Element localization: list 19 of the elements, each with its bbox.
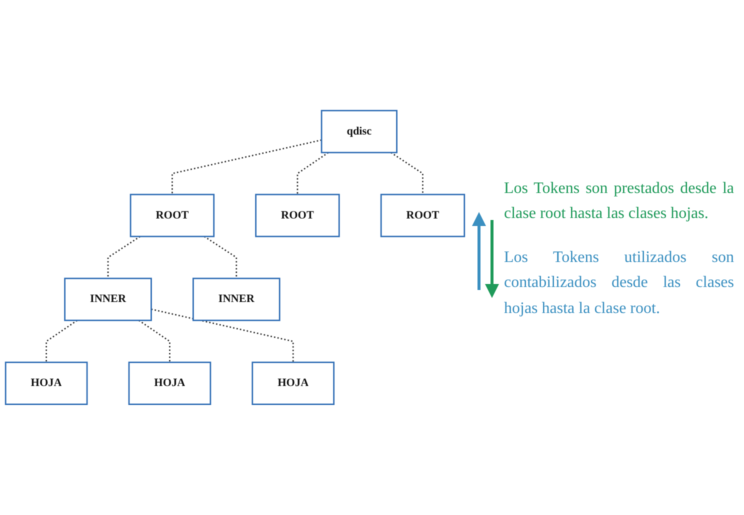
connector (138, 320, 170, 362)
connector (151, 308, 294, 362)
node-box: ROOT (255, 194, 340, 238)
node-box: HOJA (4, 362, 88, 406)
node-box: qdisc (320, 110, 398, 154)
connector (46, 320, 78, 362)
node-box: HOJA (252, 362, 335, 406)
note-text: Los Tokens son prestados desde la clase root hasta las clases hojas. (504, 178, 734, 224)
connector (204, 236, 238, 278)
connector (296, 152, 329, 195)
node-box: INNER (64, 278, 152, 322)
node-box: INNER (192, 278, 280, 322)
connector (172, 139, 322, 195)
node-box: ROOT (380, 194, 466, 238)
note-text: Los Tokens utilizados son contabilizados desde las clases hojas hasta la clase root. (504, 248, 734, 319)
node-box: HOJA (128, 362, 212, 406)
connector (390, 152, 424, 195)
node-box: ROOT (130, 194, 215, 238)
connector (107, 236, 140, 278)
